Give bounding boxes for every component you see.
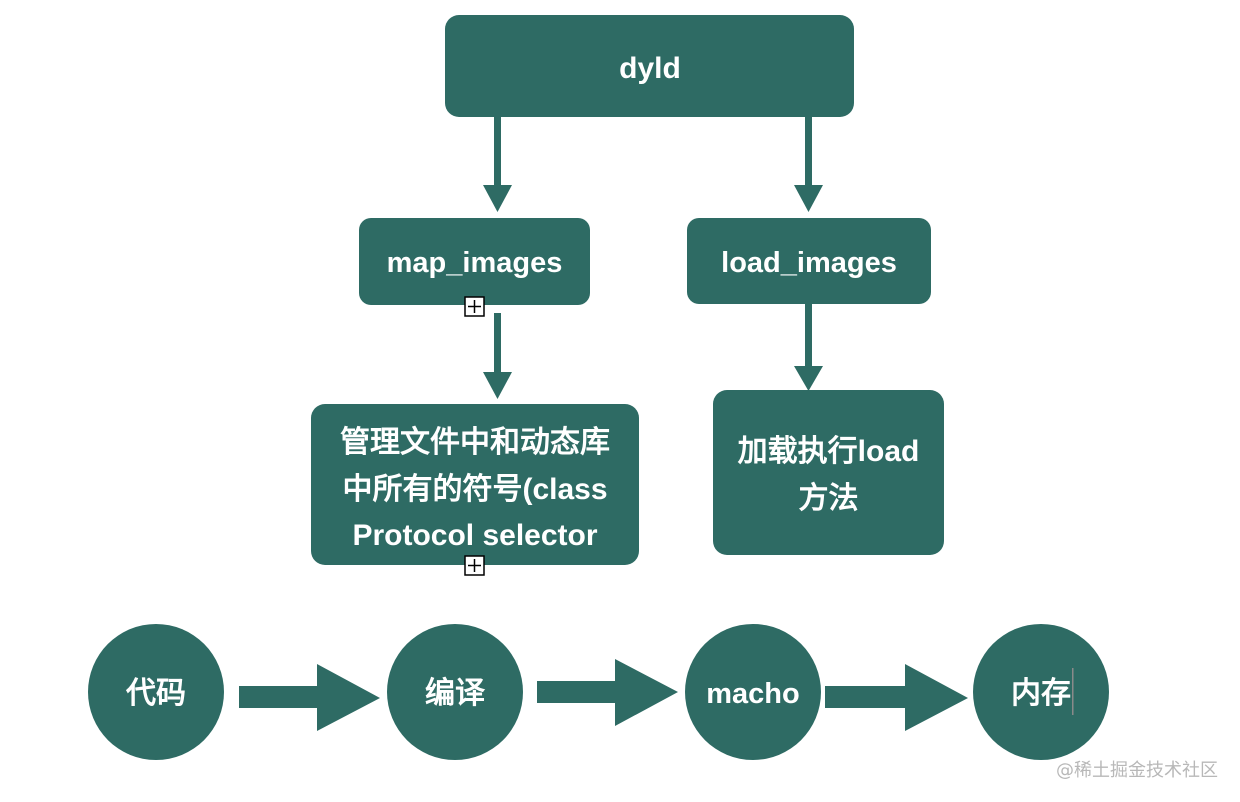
arrow-compile-to-macho[interactable] [537, 659, 678, 726]
compile-label: 编译 [425, 676, 486, 710]
load-description-line-2: 方法 [799, 481, 859, 515]
macho-label: macho [706, 678, 799, 710]
watermark: @稀土掘金技术社区 [1056, 760, 1218, 781]
load-images-label: load_images [721, 247, 897, 279]
arrow-macho-to-memory[interactable] [825, 664, 968, 731]
arrow-map-images-to-description [483, 313, 512, 399]
map-images-label: map_images [387, 247, 563, 279]
dyld-label: dyld [619, 52, 681, 85]
code-node: 代码 [88, 624, 224, 760]
map-description-line-3: Protocol selector [352, 519, 597, 552]
code-label: 代码 [125, 677, 186, 710]
map-description-node: 管理文件中和动态库 中所有的符号(class Protocol selector [311, 404, 639, 565]
macho-node: macho [685, 624, 821, 760]
memory-label: 内存 [1011, 677, 1071, 710]
map-description-line-1: 管理文件中和动态库 [340, 425, 610, 459]
compile-node: 编译 [387, 624, 523, 760]
map-images-node: map_images [359, 218, 590, 305]
arrow-dyld-to-load-images [794, 117, 823, 212]
load-description-line-1: 加载执行load [738, 435, 920, 468]
map-description-line-2: 中所有的符号(class [342, 473, 607, 506]
expand-marker-map-images[interactable] [464, 296, 485, 317]
arrow-load-images-to-description [794, 304, 823, 391]
load-description-node: 加载执行load 方法 [713, 390, 944, 555]
memory-node: 内存 [973, 624, 1109, 760]
arrow-dyld-to-map-images [483, 117, 512, 212]
expand-marker-map-description[interactable] [464, 555, 485, 576]
load-images-node: load_images [687, 218, 931, 304]
arrow-code-to-compile[interactable] [239, 664, 380, 731]
text-cursor [1072, 668, 1074, 715]
dyld-node: dyld [445, 15, 854, 117]
